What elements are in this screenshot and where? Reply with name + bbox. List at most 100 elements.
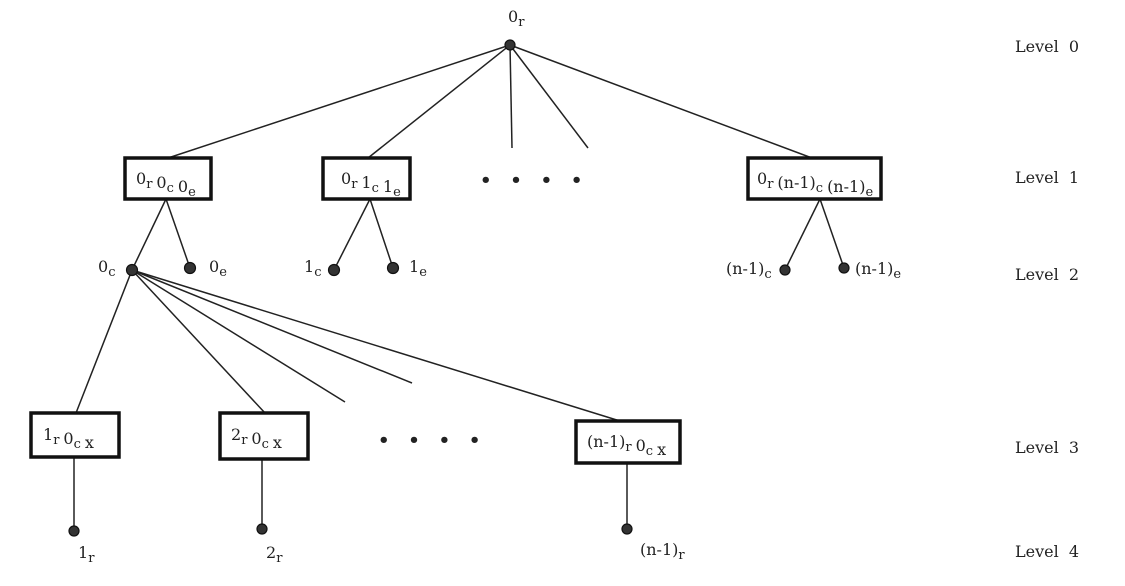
- label-base: 1: [43, 425, 53, 444]
- nodes: [68, 39, 850, 537]
- label-base: (n-1): [777, 173, 815, 192]
- label-subscript: c: [372, 181, 379, 196]
- box-level3-2: [218, 411, 310, 461]
- node-n1e: [838, 262, 850, 274]
- level3-ellipsis: • • • •: [378, 430, 480, 451]
- label-base: 0: [341, 169, 351, 188]
- box-level3-1: [29, 411, 121, 459]
- label-subscript: c: [764, 267, 771, 282]
- box-level1-b: [321, 156, 412, 201]
- label-subscript: r: [625, 440, 632, 455]
- label-subscript: c: [262, 437, 269, 452]
- box-level1-c-label: 0r(n-1)c(n-1)e: [757, 169, 873, 200]
- node-n1c: [779, 264, 791, 276]
- label-base: (n-1): [640, 540, 678, 559]
- node-root: [504, 39, 516, 51]
- node-leaf-n: [621, 523, 633, 535]
- level-labels: Level 0 Level 1 Level 2 Level 3 Level 4: [1015, 37, 1079, 561]
- label-base: x: [85, 433, 94, 452]
- label-subscript: e: [893, 267, 901, 282]
- label-subscript: e: [419, 265, 427, 280]
- label-base: 2: [231, 425, 241, 444]
- label-base: x: [657, 440, 666, 459]
- label-base: x: [273, 433, 282, 452]
- level-2-label: Level 2: [1015, 265, 1079, 284]
- label-subscript: r: [88, 551, 95, 566]
- label-base: (n-1): [726, 259, 764, 278]
- edge-root-box-b: [367, 44, 511, 159]
- node-n1e-label: (n-1)e: [855, 259, 901, 282]
- leaf-n-label: (n-1)r: [640, 540, 685, 563]
- label-subscript: r: [276, 551, 283, 566]
- root-label: 0r: [508, 7, 525, 30]
- edge-box-c-node-right: [819, 198, 845, 269]
- label-subscript: r: [146, 177, 153, 192]
- edge-root-stub-2: [509, 44, 589, 149]
- edge-root-box-c: [509, 44, 813, 159]
- label-subscript: r: [678, 548, 685, 563]
- leaf-2-label: 2r: [266, 543, 283, 566]
- label-base: 1: [78, 543, 88, 562]
- label-base: 0: [636, 436, 646, 455]
- label-base: 0: [136, 169, 146, 188]
- label-subscript: c: [816, 181, 823, 196]
- label-subscript: r: [241, 433, 248, 448]
- node-n1c-label: (n-1)c: [726, 259, 772, 282]
- edge-box-c-node-left: [784, 198, 821, 271]
- label-subscript: c: [314, 265, 321, 280]
- leaf-1-label: 1r: [78, 543, 95, 566]
- node-1e: [386, 261, 400, 275]
- edge-0c-box-n: [131, 269, 621, 422]
- node-0c: [125, 263, 139, 277]
- label-subscript: c: [108, 265, 115, 280]
- label-subscript: e: [865, 185, 873, 200]
- node-leaf-1: [68, 525, 80, 537]
- label-base: 2: [266, 543, 276, 562]
- label-base: 0: [757, 169, 767, 188]
- label-subscript: c: [167, 181, 174, 196]
- node-leaf-2: [256, 523, 268, 535]
- edge-0c-stub-1: [131, 269, 346, 403]
- node-0c-label: 0c: [98, 257, 115, 280]
- node-1e-label: 1e: [409, 257, 427, 280]
- label-subscript: r: [767, 177, 774, 192]
- node-0e: [183, 261, 197, 275]
- node-1c: [327, 263, 341, 277]
- label-subscript: c: [646, 444, 653, 459]
- edge-box-b-node-1c: [333, 198, 371, 271]
- label-subscript: r: [53, 433, 60, 448]
- label-base: 1: [361, 173, 371, 192]
- label-subscript: c: [74, 437, 81, 452]
- edge-box-a-node-0e: [165, 198, 191, 269]
- edge-0c-stub-2: [131, 269, 413, 384]
- edges: [73, 44, 845, 531]
- label-subscript: e: [393, 185, 401, 200]
- level1-ellipsis: • • • •: [480, 170, 582, 191]
- label-base: 1: [409, 257, 419, 276]
- edge-0c-box-2: [131, 269, 266, 414]
- box-level1-c: [746, 156, 883, 201]
- label-base: 1: [304, 257, 314, 276]
- label-base: (n-1): [827, 177, 865, 196]
- label-base: 0: [251, 429, 261, 448]
- node-0e-label: 0e: [209, 257, 227, 280]
- label-base: 1: [383, 177, 393, 196]
- label-base: 0: [178, 177, 188, 196]
- edge-root-stub-1: [509, 44, 513, 149]
- level-0-label: Level 0: [1015, 37, 1079, 56]
- node-1c-label: 1c: [304, 257, 321, 280]
- level-4-label: Level 4: [1015, 542, 1079, 561]
- label-subscript: e: [188, 185, 196, 200]
- level-3-label: Level 3: [1015, 438, 1079, 457]
- label-base: 0: [209, 257, 219, 276]
- edge-box-a-node-0c: [131, 198, 167, 271]
- boxes: [29, 156, 883, 465]
- label-base: 0: [508, 7, 518, 26]
- edge-0c-box-1: [75, 269, 133, 414]
